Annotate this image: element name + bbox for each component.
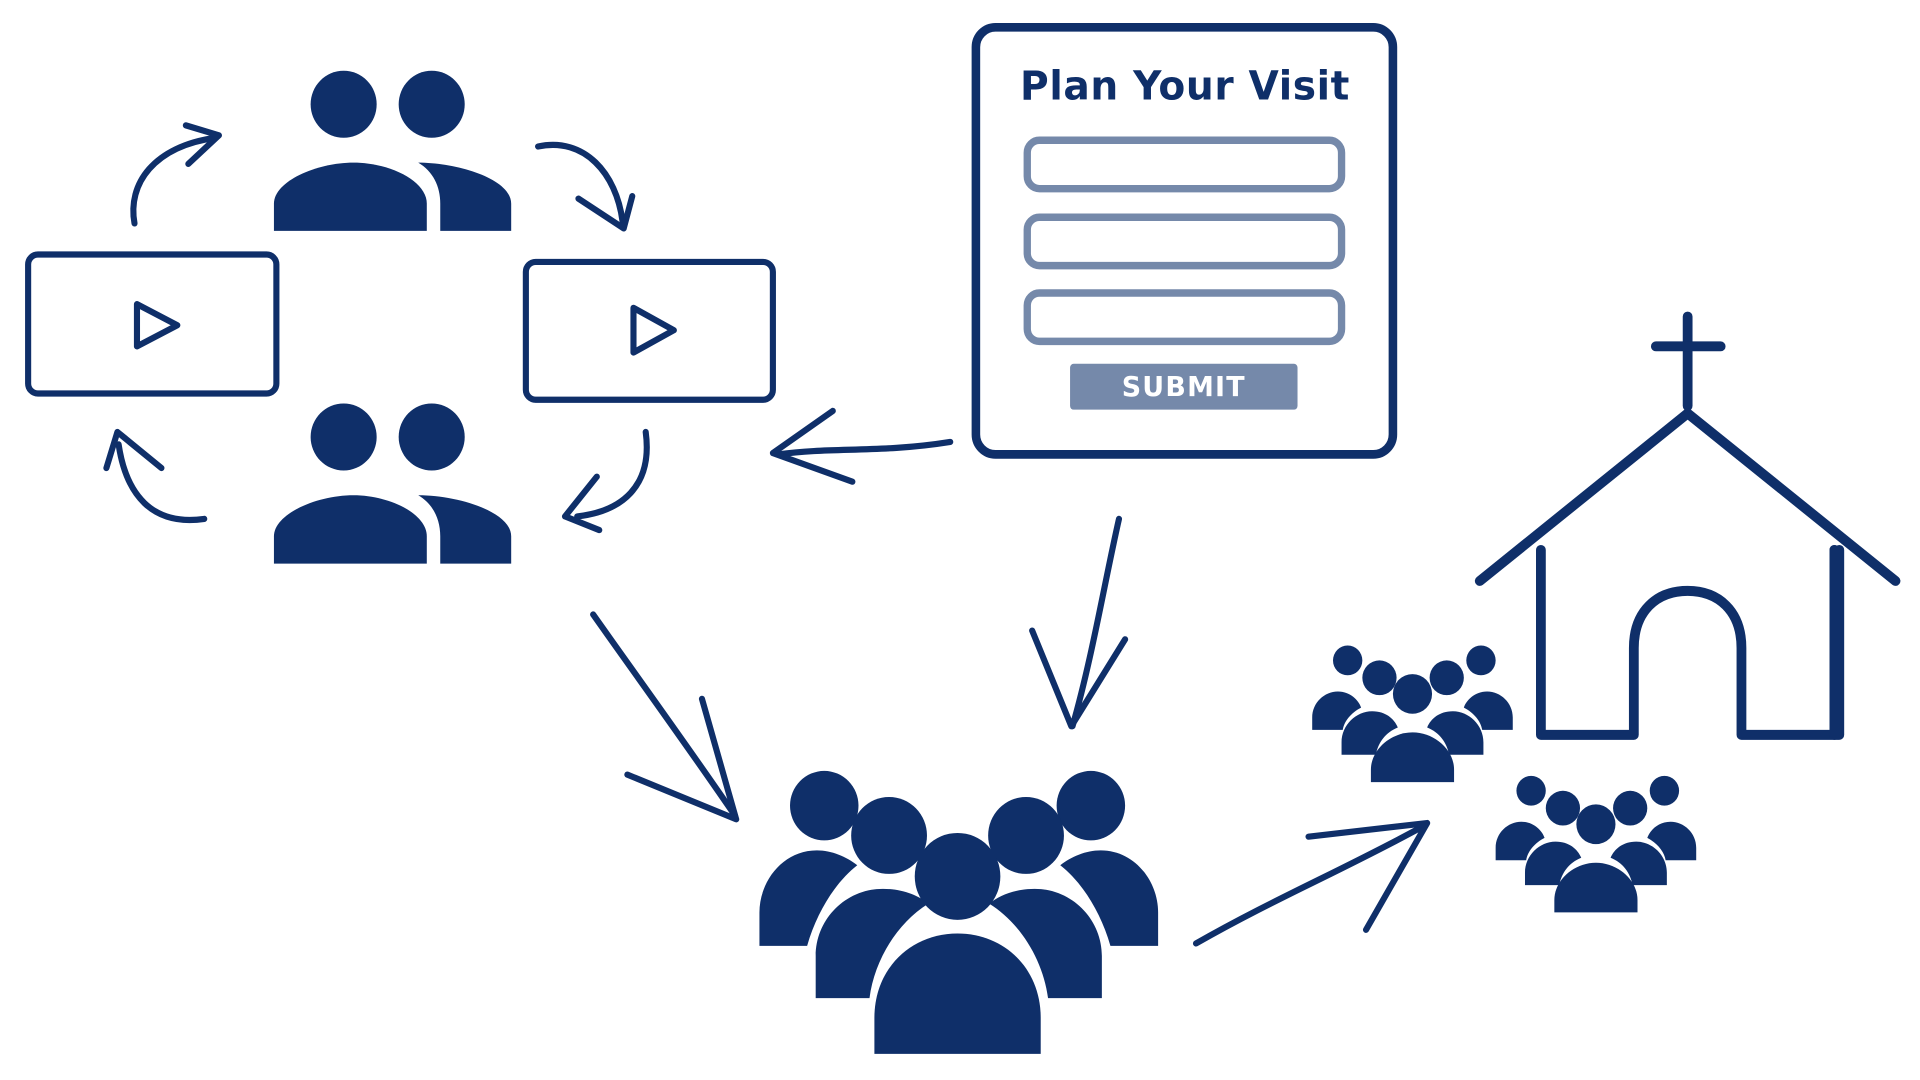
- group-icon: [1312, 645, 1513, 783]
- submit-button[interactable]: SUBMIT: [1070, 363, 1298, 410]
- hand-drawn-arrow-icon: [1192, 819, 1431, 947]
- form-title: Plan Your Visit: [1020, 63, 1350, 109]
- cycle-arrows: [103, 122, 650, 534]
- hand-drawn-arrow-icon: [115, 441, 208, 524]
- two-people-icon: [273, 70, 512, 231]
- play-icon: [630, 304, 677, 356]
- plan-visit-form: Plan Your Visit SUBMIT: [971, 22, 1398, 459]
- video-frame-left: [25, 251, 280, 397]
- hand-drawn-arrow-icon: [574, 428, 650, 520]
- crowd-icon: [759, 770, 1159, 1054]
- hand-drawn-arrow-icon: [769, 407, 954, 485]
- two-people-icon: [273, 403, 512, 564]
- submit-label: SUBMIT: [1122, 372, 1246, 403]
- form-field-1[interactable]: [1023, 136, 1346, 193]
- form-field-3[interactable]: [1023, 289, 1346, 346]
- hand-drawn-arrow-icon: [130, 134, 219, 227]
- church-icon: [1474, 311, 1901, 740]
- form-field-2[interactable]: [1023, 213, 1346, 270]
- video-frame-right: [522, 258, 776, 403]
- group-icon: [1495, 775, 1697, 913]
- hand-drawn-arrow-icon: [1029, 515, 1129, 730]
- hand-drawn-arrow-icon: [535, 141, 626, 225]
- hand-drawn-arrow-icon: [590, 611, 740, 823]
- play-icon: [133, 301, 181, 350]
